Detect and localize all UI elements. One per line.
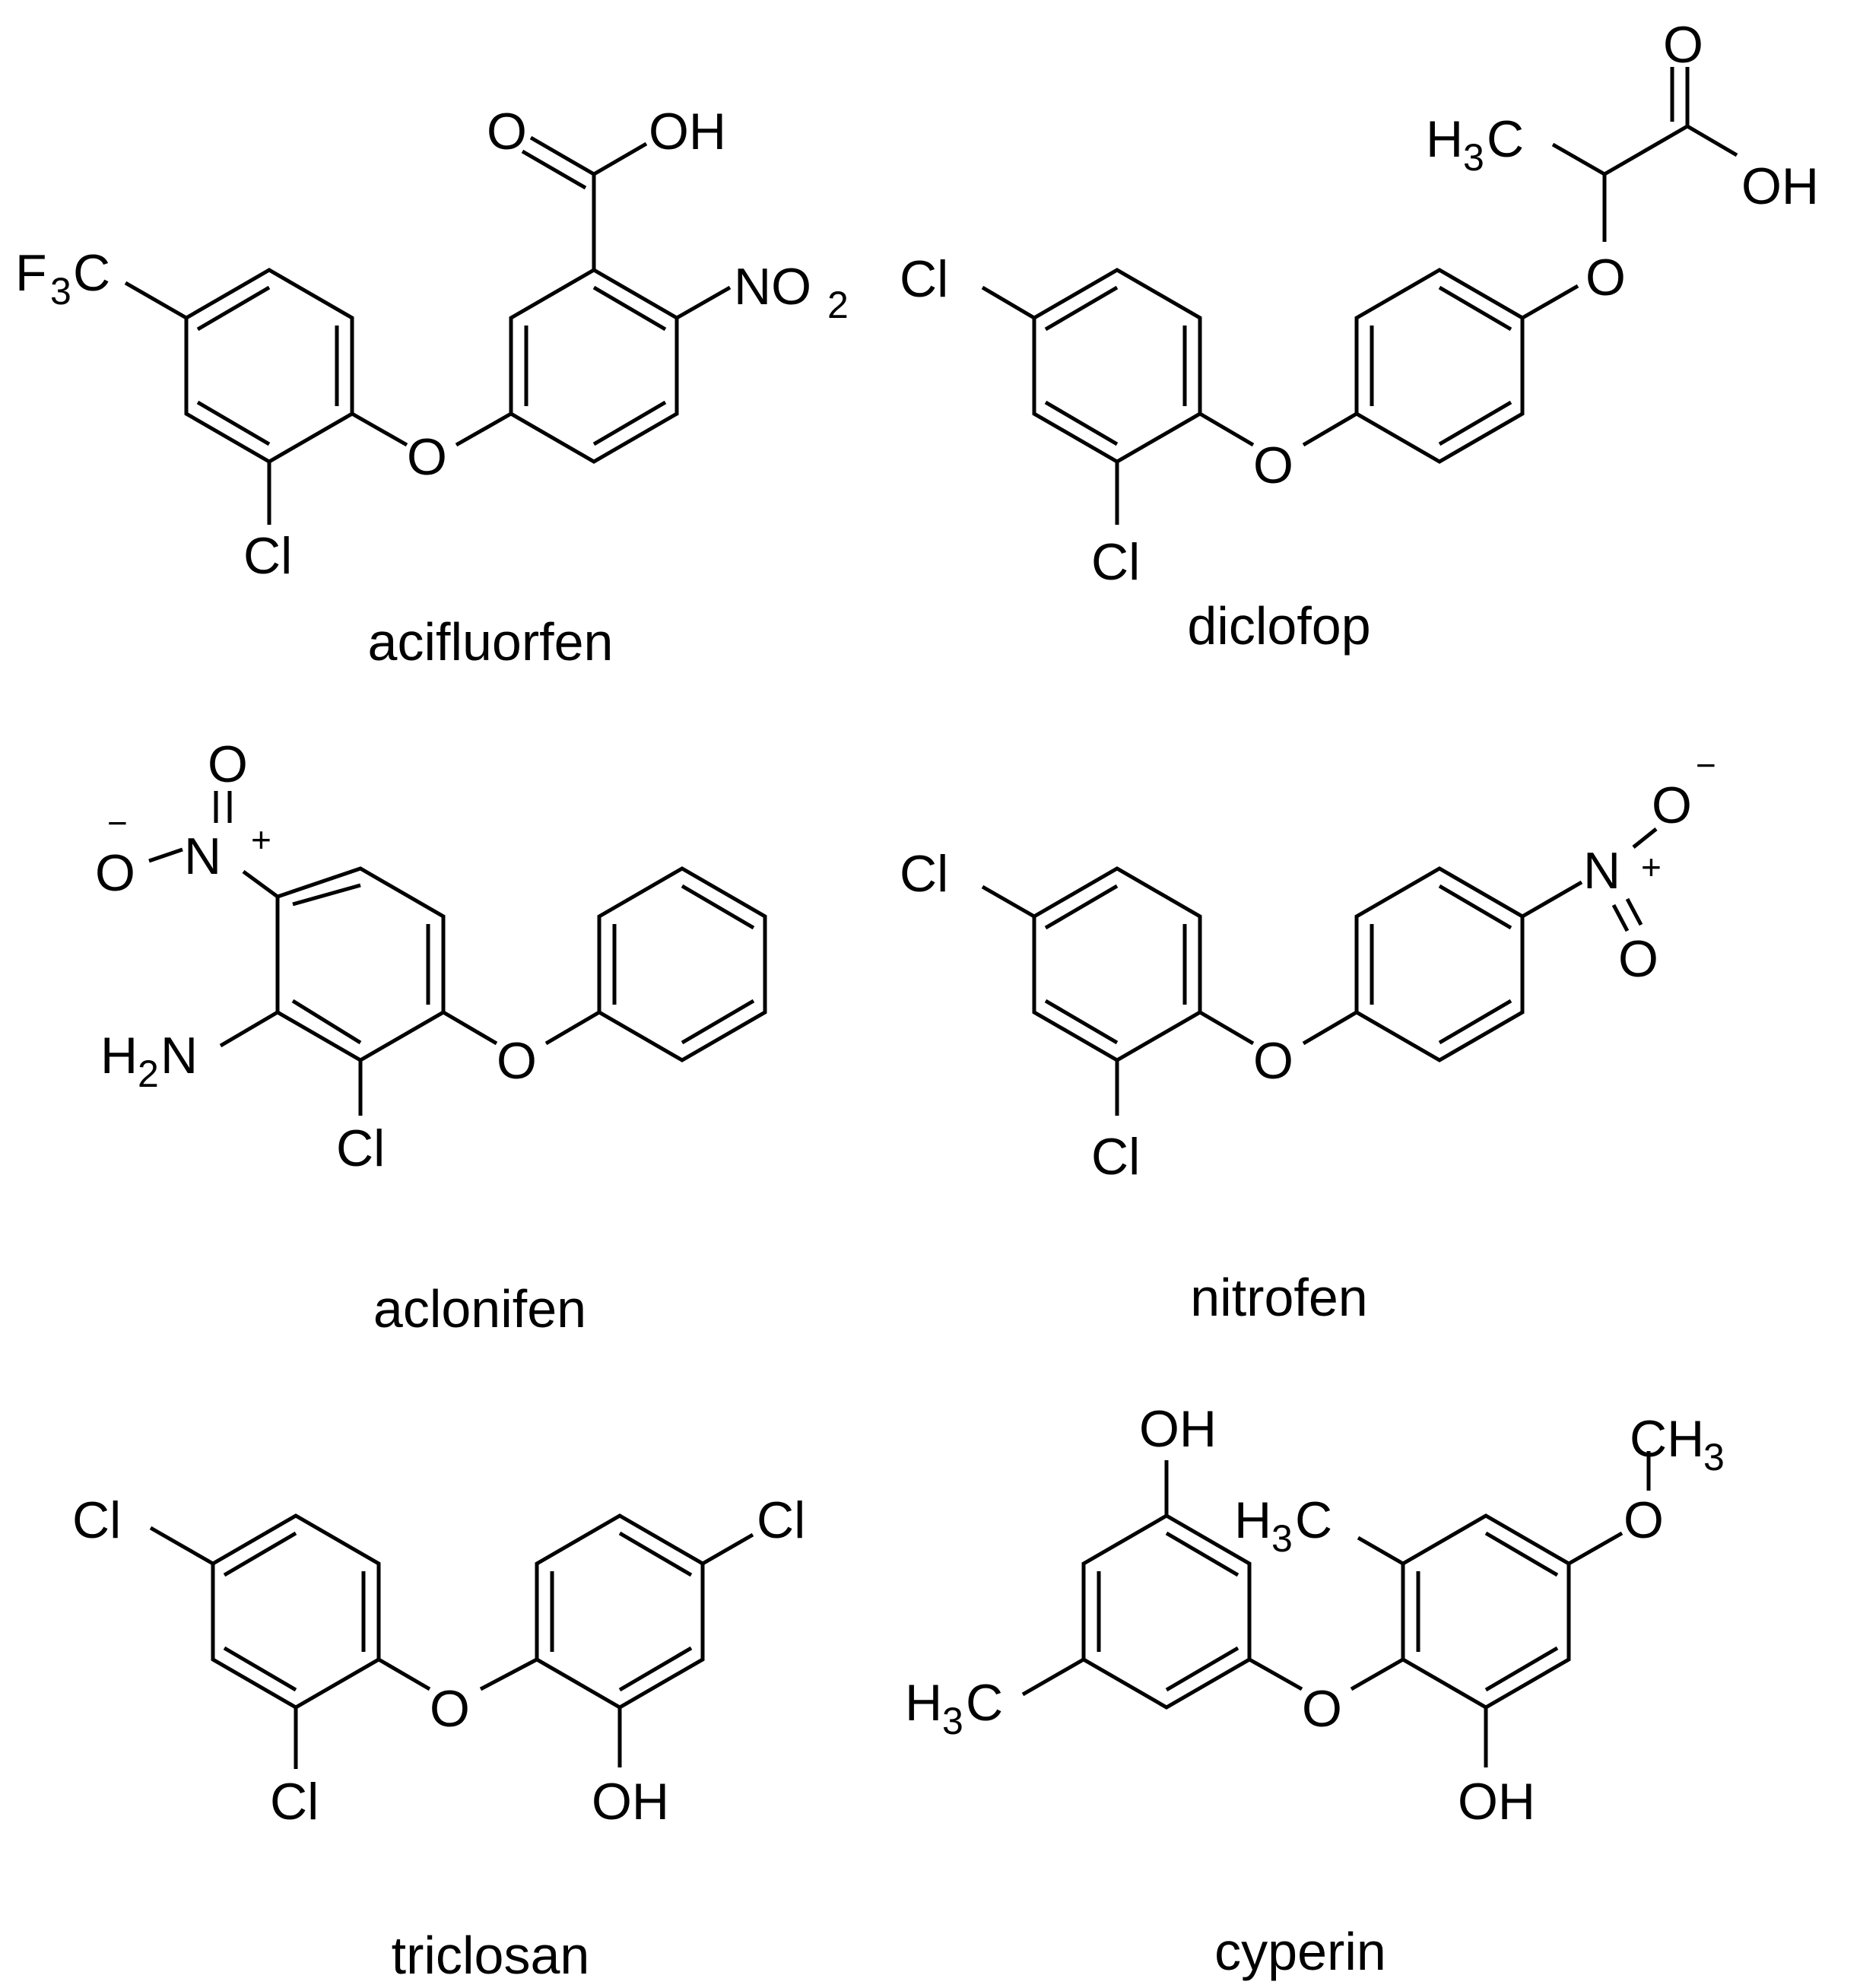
diclofop-bonds bbox=[981, 67, 1738, 525]
molecule-aclonifen: O − O N + H 2 N Cl O aclonifen bbox=[95, 735, 767, 1339]
acifluorfen-bonds bbox=[124, 135, 732, 525]
f-label: F bbox=[15, 244, 47, 302]
hydroxyl-label: OH bbox=[1741, 157, 1819, 215]
nitro-nitrogen-label: N bbox=[1583, 842, 1620, 900]
carbonyl-oxygen-label: O bbox=[1663, 16, 1703, 74]
chloro-left-label: Cl bbox=[72, 1491, 121, 1549]
chloro-bottom-label: Cl bbox=[270, 1773, 319, 1831]
chloro-bottom-label: Cl bbox=[1091, 533, 1140, 591]
ether-oxygen-2-label: O bbox=[1585, 249, 1626, 306]
carbonyl-oxygen-label: O bbox=[487, 103, 527, 160]
methoxy-oxygen-label: O bbox=[1624, 1491, 1664, 1549]
methoxy-subscript: 3 bbox=[1703, 1436, 1725, 1478]
ether-oxygen-label: O bbox=[1302, 1680, 1342, 1738]
chloro-top-label: Cl bbox=[900, 250, 948, 308]
chloro-label: Cl bbox=[336, 1119, 385, 1177]
plus-charge: + bbox=[251, 820, 271, 859]
nitro-subscript: 2 bbox=[827, 284, 849, 326]
methyl-c-label: C bbox=[1487, 110, 1524, 168]
name-cyperin: cyperin bbox=[1214, 1922, 1386, 1981]
ether-oxygen-label: O bbox=[407, 428, 447, 486]
hydroxyl-top-label: OH bbox=[1139, 1400, 1217, 1458]
methyl-subscript: 3 bbox=[1463, 136, 1484, 179]
aclonifen-bonds bbox=[148, 791, 767, 1116]
chloro-label: Cl bbox=[243, 527, 292, 585]
amino-n-label: N bbox=[160, 1027, 198, 1085]
methyl-left-h-label: H bbox=[905, 1674, 942, 1732]
triclosan-bonds bbox=[149, 1513, 754, 1769]
chloro-bottom-label: Cl bbox=[1091, 1128, 1140, 1186]
chloro-top-label: Cl bbox=[900, 845, 948, 903]
molecule-acifluorfen: F 3 C Cl O O OH NO 2 acifluorfen bbox=[15, 103, 849, 672]
minus-charge: − bbox=[1696, 745, 1716, 785]
methyl-mid-subscript: 3 bbox=[1271, 1517, 1293, 1560]
methyl-h-label: H bbox=[1426, 110, 1463, 168]
hydroxyl-label: OH bbox=[592, 1773, 669, 1831]
nitro-oxygen-top-label: O bbox=[1652, 776, 1692, 834]
cyperin-bonds bbox=[1021, 1451, 1651, 1767]
nitrofen-bonds bbox=[981, 827, 1658, 1116]
name-diclofop: diclofop bbox=[1187, 596, 1370, 656]
molecule-diclofop: Cl Cl O O H 3 C O OH diclofop bbox=[900, 16, 1819, 656]
ether-oxygen-label: O bbox=[497, 1032, 537, 1090]
nitro-oxygen-top-label: O bbox=[208, 735, 248, 793]
nitro-oxygen-bottom-label: O bbox=[1618, 930, 1658, 988]
amino-h-label: H bbox=[100, 1027, 138, 1085]
name-acifluorfen: acifluorfen bbox=[368, 612, 614, 672]
ether-oxygen-label: O bbox=[430, 1680, 470, 1738]
molecule-cyperin: OH H 3 C O H 3 C O CH 3 OH cyperin bbox=[905, 1400, 1725, 1981]
minus-charge: − bbox=[107, 803, 128, 843]
chloro-right-label: Cl bbox=[757, 1491, 805, 1549]
methyl-left-subscript: 3 bbox=[942, 1700, 963, 1742]
hydroxyl-bottom-label: OH bbox=[1458, 1773, 1535, 1831]
methyl-mid-c-label: C bbox=[1295, 1491, 1332, 1549]
name-triclosan: triclosan bbox=[392, 1926, 590, 1985]
hydroxyl-label: OH bbox=[649, 103, 726, 160]
ether-oxygen-label: O bbox=[1253, 1032, 1293, 1090]
ether-oxygen-1-label: O bbox=[1253, 437, 1293, 494]
name-aclonifen: aclonifen bbox=[373, 1279, 586, 1339]
methyl-left-c-label: C bbox=[966, 1674, 1003, 1732]
name-nitrofen: nitrofen bbox=[1190, 1268, 1367, 1327]
nitro-nitrogen-label: N bbox=[184, 827, 221, 885]
molecule-nitrofen: Cl Cl O N + O − O nitrofen bbox=[900, 745, 1716, 1327]
methyl-mid-h-label: H bbox=[1234, 1491, 1271, 1549]
nitro-oxygen-left-label: O bbox=[95, 844, 135, 902]
amino-subscript: 2 bbox=[138, 1053, 159, 1095]
f3-subscript: 3 bbox=[50, 270, 71, 313]
nitro-label: NO bbox=[734, 258, 811, 316]
cf3-carbon-label: C bbox=[73, 244, 110, 302]
molecule-triclosan: Cl Cl Cl O OH triclosan bbox=[72, 1491, 805, 1985]
methoxy-ch-label: CH bbox=[1630, 1410, 1704, 1468]
plus-charge: + bbox=[1641, 847, 1662, 887]
